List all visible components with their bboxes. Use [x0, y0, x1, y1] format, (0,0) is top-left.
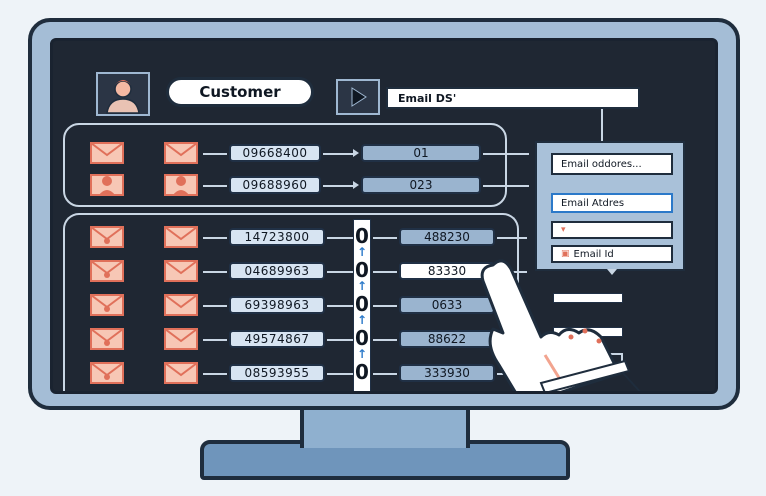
- email-address-dialog: Email oddores... Email Atdres ▾ ▣ Email …: [535, 141, 685, 271]
- envelope-icon: [90, 142, 124, 164]
- arrow-line: [373, 305, 397, 307]
- envelope-user-icon: [164, 174, 198, 196]
- zero-cell: 0: [355, 291, 369, 317]
- dropdown-caret-icon: ▾: [561, 225, 566, 235]
- envelope-user-icon: [90, 174, 124, 196]
- arrow-line: [327, 237, 353, 239]
- record-number[interactable]: 09688960: [229, 176, 321, 194]
- connector-line: [601, 109, 603, 141]
- envelope-icon: [164, 294, 198, 316]
- record-number[interactable]: 69398963: [229, 296, 325, 314]
- zero-cell: 0: [355, 325, 369, 351]
- arrow-line: [497, 237, 527, 239]
- dropdown-field[interactable]: ▾: [551, 221, 673, 239]
- up-arrow-icon: ↑: [357, 279, 368, 293]
- up-arrow-icon: ↑: [357, 245, 368, 259]
- checkbox-icon: ▣: [561, 249, 570, 259]
- top-records-panel: [63, 123, 507, 207]
- screen: Customer Email DS' 09668400 01: [50, 38, 718, 394]
- record-code[interactable]: 023: [361, 176, 481, 194]
- arrow-line: [373, 271, 397, 273]
- dialog-pointer-icon: [607, 269, 617, 275]
- pointing-hand-icon: [480, 259, 641, 391]
- record-code[interactable]: 88622: [399, 330, 495, 348]
- zero-cell: 0: [355, 223, 369, 249]
- arrow-line: [327, 339, 353, 341]
- envelope-user-icon: [90, 328, 124, 350]
- record-number[interactable]: 04689963: [229, 262, 325, 280]
- envelope-user-icon: [90, 362, 124, 384]
- envelope-user-icon: [90, 226, 124, 248]
- up-arrow-icon: ↑: [357, 347, 368, 361]
- arrow-line: [203, 271, 227, 273]
- arrow-line: [203, 373, 227, 375]
- envelope-icon: [164, 142, 198, 164]
- play-icon: [351, 87, 367, 107]
- envelope-icon: [164, 226, 198, 248]
- email-address-field-2[interactable]: Email Atdres: [551, 193, 673, 213]
- arrow-line: [327, 373, 353, 375]
- arrow-line: [203, 305, 227, 307]
- record-number[interactable]: 09668400: [229, 144, 321, 162]
- arrow-line: [373, 339, 397, 341]
- zero-cell: 0: [355, 359, 369, 385]
- record-code[interactable]: 01: [361, 144, 481, 162]
- record-number[interactable]: 08593955: [229, 364, 325, 382]
- record-code[interactable]: 0633: [399, 296, 495, 314]
- record-number[interactable]: 14723800: [229, 228, 325, 246]
- mini-bar: [553, 293, 623, 303]
- email-ds-field[interactable]: Email DS': [386, 87, 640, 109]
- customer-label: Customer: [166, 77, 314, 107]
- user-avatar-icon: [96, 72, 150, 116]
- email-address-field[interactable]: Email oddores...: [551, 153, 673, 175]
- arrow-line: [203, 237, 227, 239]
- envelope-user-icon: [90, 260, 124, 282]
- envelope-icon: [164, 260, 198, 282]
- envelope-icon: [164, 362, 198, 384]
- up-arrow-icon: ↑: [357, 313, 368, 327]
- arrow-line: [373, 237, 397, 239]
- record-code[interactable]: 488230: [399, 228, 495, 246]
- record-code[interactable]: 333930: [399, 364, 495, 382]
- record-number[interactable]: 49574867: [229, 330, 325, 348]
- arrow-line: [373, 373, 397, 375]
- envelope-icon: [164, 328, 198, 350]
- zero-cell: 0: [355, 257, 369, 283]
- email-id-field[interactable]: ▣ Email Id: [551, 245, 673, 263]
- play-button[interactable]: [336, 79, 380, 115]
- record-code[interactable]: 83330: [399, 262, 495, 280]
- arrow-line: [327, 271, 353, 273]
- email-id-label: Email Id: [573, 248, 614, 260]
- arrow-line: [203, 339, 227, 341]
- envelope-user-icon: [90, 294, 124, 316]
- arrow-line: [327, 305, 353, 307]
